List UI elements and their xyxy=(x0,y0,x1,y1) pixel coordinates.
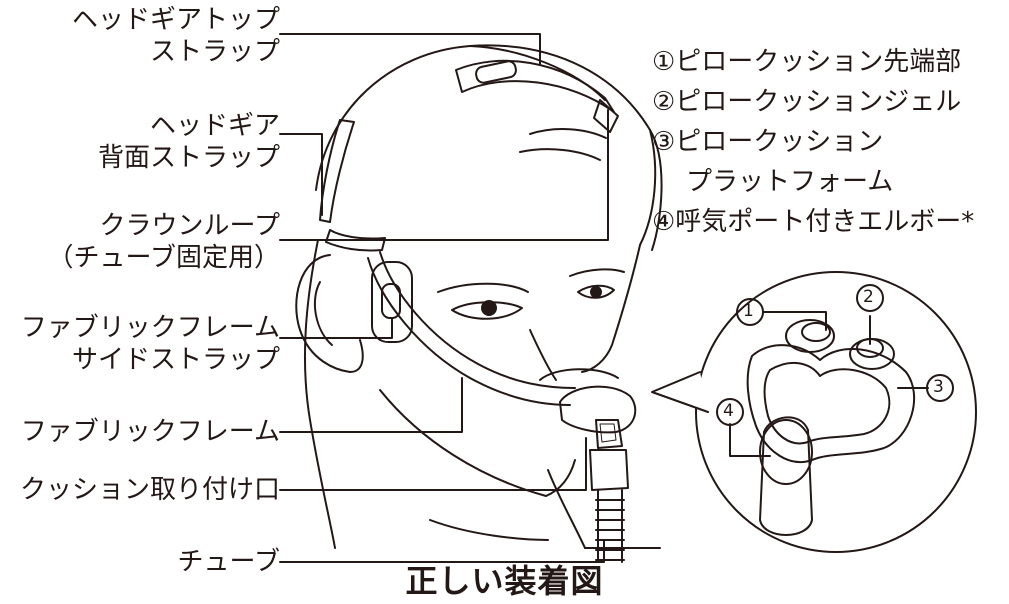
parts-list: ①ピロークッション先端部 ②ピロークッションジェル ③ピロークッション プラット… xyxy=(652,42,974,242)
forehead xyxy=(639,129,657,246)
leader-back-strap xyxy=(279,133,323,216)
left-pupil xyxy=(481,300,497,316)
marker-4-ring xyxy=(716,398,744,426)
detail-elbow-end xyxy=(759,419,813,485)
left-brow xyxy=(437,282,529,293)
marker-4: 4 xyxy=(723,401,734,421)
leader-side-strap xyxy=(279,317,393,339)
label-crown-loop: クラウンループ （チューブ固定用） xyxy=(48,210,280,274)
right-brow xyxy=(569,268,625,277)
tube-ribs xyxy=(595,499,625,561)
marker-2-ring xyxy=(856,284,884,312)
label-headgear-back-strap: ヘッドギア 背面ストラップ xyxy=(98,110,280,174)
detail-pointer xyxy=(651,371,709,413)
label-cushion-port: クッション取り付け口 xyxy=(19,475,280,505)
detail-platform-inner xyxy=(763,361,891,445)
label-headgear-top-strap-line2: ストラップ xyxy=(149,37,280,67)
label-fabric-frame-side-strap-line1: ファブリックフレーム xyxy=(20,313,280,343)
detail-circle xyxy=(695,271,977,553)
detail-pillow-left xyxy=(785,319,835,353)
label-headgear-back-strap-line1: ヘッドギア xyxy=(149,111,280,141)
neck-back xyxy=(303,239,336,549)
side-strap-pad xyxy=(371,261,413,343)
ear-inner xyxy=(313,281,333,346)
collar xyxy=(429,519,549,541)
label-fabric-frame-side-strap: ファブリックフレーム サイドストラップ xyxy=(21,312,280,376)
detail-pillow-left-tip xyxy=(801,322,831,342)
neck-front xyxy=(547,469,586,549)
leader-top-strap xyxy=(279,33,541,65)
left-eye xyxy=(451,301,523,320)
mask-frame xyxy=(559,385,637,434)
label-fabric-frame-side-strap-line2: サイドストラップ xyxy=(71,345,280,375)
right-eye xyxy=(577,284,615,299)
parts-item-3: ③ピロークッション xyxy=(652,127,884,157)
label-tube: チューブ xyxy=(177,547,280,577)
detail-platform xyxy=(746,344,915,463)
mask-cushion xyxy=(539,368,619,381)
marker-3-ring xyxy=(926,374,954,402)
label-headgear-back-strap-line2: 背面ストラップ xyxy=(97,143,280,173)
parts-item-4: ④呼気ポート付きエルボー* xyxy=(652,207,975,237)
elbow-vent xyxy=(599,423,617,443)
jaw xyxy=(379,389,547,497)
leader-cushion-port xyxy=(279,437,587,491)
forehead-wrinkle-1 xyxy=(529,128,607,139)
right-pupil xyxy=(590,286,602,298)
crown-loop xyxy=(325,229,386,252)
side-strap-2 xyxy=(379,251,576,389)
label-fabric-frame: ファブリックフレーム xyxy=(20,417,280,447)
top-strap-slot xyxy=(475,60,517,84)
label-headgear-top-strap: ヘッドギアトップ ストラップ xyxy=(72,4,280,68)
head-outline xyxy=(315,44,663,251)
label-crown-loop-line2: （チューブ固定用） xyxy=(47,243,280,273)
marker-1: 1 xyxy=(743,301,754,321)
nose xyxy=(581,244,641,373)
marker-3: 3 xyxy=(933,377,944,397)
parts-item-3-cont: プラットフォーム xyxy=(686,167,894,197)
cheek-line xyxy=(529,329,557,381)
leader-fabric-frame xyxy=(279,377,463,433)
chin xyxy=(545,459,576,497)
label-crown-loop-line1: クラウンループ xyxy=(99,211,280,241)
detail-pillow-right xyxy=(849,338,895,370)
leader-tube xyxy=(279,539,605,563)
forehead-wrinkle-2 xyxy=(519,148,601,161)
leader-detail-4 xyxy=(729,423,771,457)
tube-connector xyxy=(589,449,629,491)
label-headgear-top-strap-line1: ヘッドギアトップ xyxy=(71,5,280,35)
leader-detail-1 xyxy=(763,311,827,331)
parts-item-1: ①ピロークッション先端部 xyxy=(652,47,962,77)
hair-line xyxy=(469,45,606,101)
parts-item-2: ②ピロークッションジェル xyxy=(652,87,962,117)
elbow xyxy=(595,419,623,449)
strap-connector xyxy=(593,99,619,133)
side-strap xyxy=(367,257,571,406)
figure-caption: 正しい装着図 xyxy=(405,562,604,600)
leader-crown-loop xyxy=(279,109,609,241)
detail-elbow xyxy=(759,416,813,536)
back-strap xyxy=(319,119,355,223)
ear-outline xyxy=(295,254,364,373)
marker-1-ring xyxy=(736,298,764,326)
marker-2: 2 xyxy=(863,287,874,307)
